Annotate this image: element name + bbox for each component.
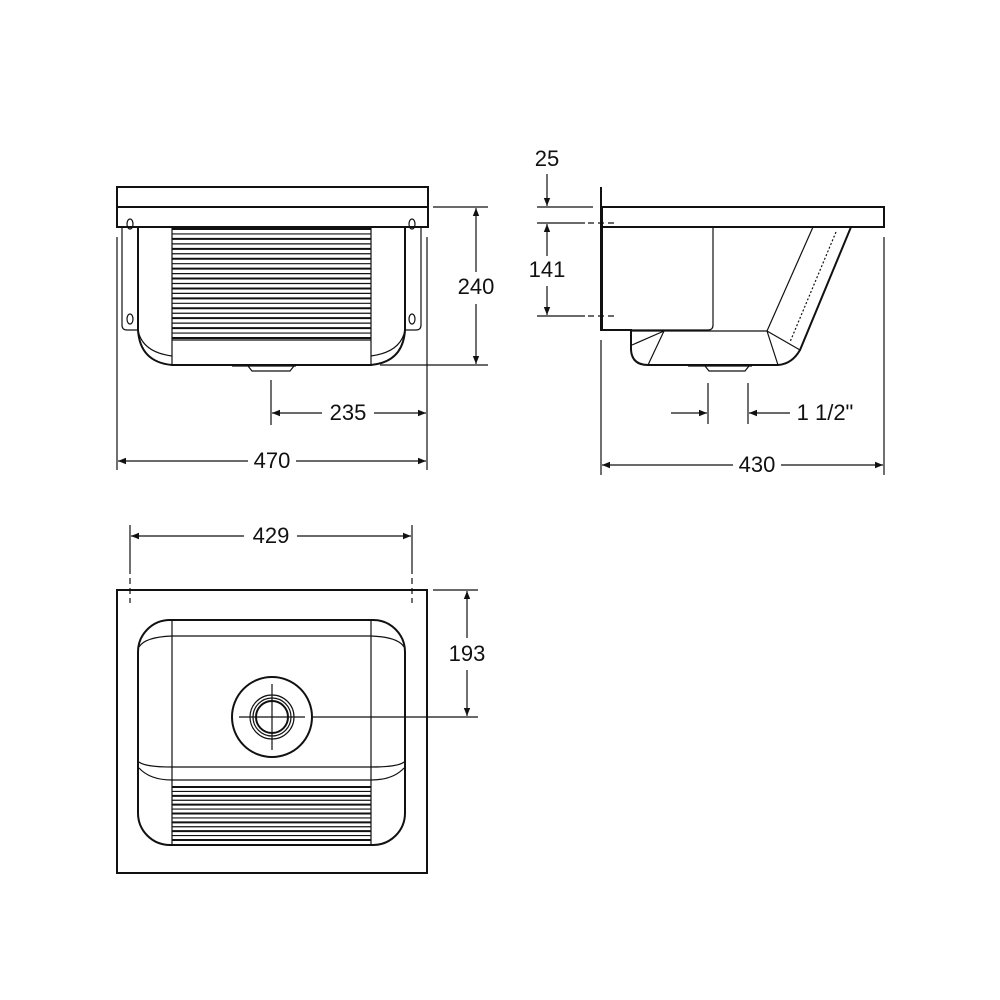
side-drain	[688, 365, 752, 372]
top-outline	[116, 589, 428, 874]
dim-top-width: 429	[253, 523, 290, 548]
right-bracket	[405, 227, 422, 331]
side-view: 25 141 1 1/2" 430	[529, 146, 885, 477]
front-bowl	[137, 227, 406, 366]
left-bracket	[121, 227, 138, 331]
top-view: 429 193	[116, 523, 486, 874]
top-corrugation	[172, 786, 371, 841]
dim-side-depth: 141	[529, 257, 566, 282]
keyhole-icon	[408, 218, 416, 230]
dim-front-height: 240	[458, 274, 495, 299]
front-rim-lower	[116, 206, 429, 228]
dim-front-drain-offset: 235	[330, 400, 367, 425]
dim-side-drain-size: 1 1/2"	[797, 400, 854, 425]
top-bowl	[137, 619, 406, 846]
dim-top-drain: 193	[449, 641, 486, 666]
keyhole-icon	[126, 313, 134, 325]
dim-side-total: 430	[739, 452, 776, 477]
front-view: 240 235 470	[116, 186, 495, 473]
front-corrugation	[172, 228, 371, 339]
front-drain	[232, 365, 296, 372]
side-rim	[601, 206, 885, 228]
side-bowl	[630, 226, 852, 366]
front-rim-top	[116, 186, 429, 208]
dim-front-width: 470	[254, 448, 291, 473]
drain-icon	[231, 676, 313, 758]
keyhole-icon	[126, 218, 134, 230]
dim-side-rim: 25	[535, 146, 559, 171]
keyhole-icon	[408, 313, 416, 325]
side-box	[632, 227, 714, 331]
